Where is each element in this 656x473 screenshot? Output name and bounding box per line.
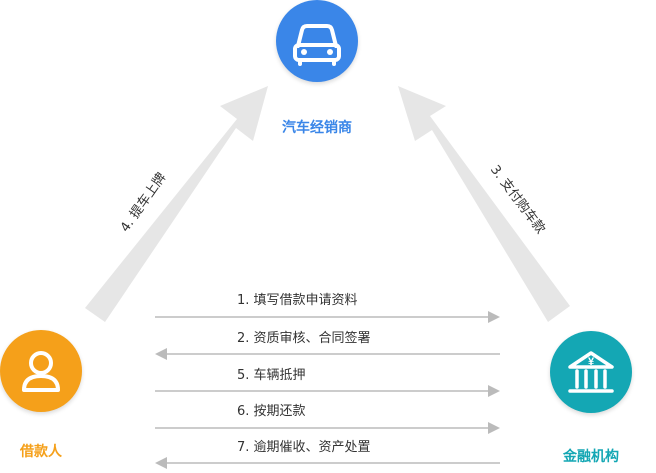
arrow-bank-to-dealer [398, 86, 570, 322]
svg-text:¥: ¥ [588, 356, 595, 368]
bank-icon: ¥ [568, 351, 614, 393]
flow-arrow-1 [155, 311, 500, 323]
borrower-node [0, 330, 82, 412]
dealer-label: 汽车经销商 [282, 120, 352, 136]
flow-arrow-5 [155, 385, 500, 397]
flow-step-label: 5. 车辆抵押 [237, 368, 306, 383]
arrow-borrower-to-dealer [85, 86, 268, 322]
person-icon [22, 351, 60, 392]
flow-step-label: 6. 按期还款 [237, 404, 306, 419]
borrower-label: 借款人 [20, 444, 62, 460]
flow-step-label: 1. 填写借款申请资料 [237, 293, 358, 308]
bank-node: ¥ [550, 331, 632, 413]
flow-arrow-2 [155, 348, 500, 360]
dealer-node [276, 0, 358, 82]
bank-label: 金融机构 [563, 449, 619, 465]
flow-step-label: 7. 逾期催收、资产处置 [237, 440, 371, 455]
flow-arrow-7 [155, 457, 500, 469]
flow-step-label: 2. 资质审核、合同签署 [237, 331, 371, 346]
car-icon [293, 24, 341, 66]
flow-arrow-6 [155, 422, 500, 434]
